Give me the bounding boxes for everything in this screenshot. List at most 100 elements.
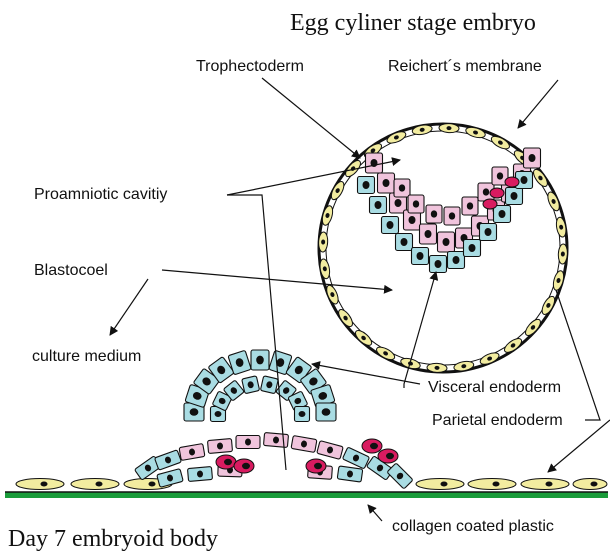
pointer-parietal-upper — [556, 290, 600, 420]
flat-parietal-cell — [521, 479, 569, 490]
diagram-title: Egg cyliner stage embryo — [290, 10, 536, 36]
arch-inner-cell — [260, 376, 278, 394]
visceral-cell — [480, 224, 497, 241]
visceral-cell-nucleus — [469, 244, 476, 252]
visceral-cell-nucleus — [453, 256, 460, 264]
visceral-cell-nucleus — [511, 192, 518, 200]
pointer-collagen — [368, 505, 382, 521]
epiblast-cell — [426, 205, 442, 223]
base-cell-nucleus — [245, 439, 251, 446]
visceral-cell — [464, 240, 481, 257]
label-reicherts-membrane: Reichert´s membrane — [388, 58, 542, 75]
flat-parietal-nucleus — [41, 482, 48, 487]
flat-parietal-cell — [573, 479, 607, 490]
pointer-culture-medium — [110, 279, 148, 335]
arch-visceral-cell — [316, 403, 336, 421]
flat-parietal-nucleus — [591, 482, 598, 487]
visceral-cell — [358, 177, 375, 194]
base-cell — [236, 436, 260, 449]
base-red-cell-nucleus — [370, 443, 378, 449]
visceral-cell-nucleus — [375, 201, 382, 209]
epiblast-cell-nucleus — [399, 184, 405, 191]
epiblast-cell-nucleus — [425, 230, 432, 238]
label-culture-medium: culture medium — [32, 348, 141, 365]
epiblast-cell-nucleus — [443, 238, 450, 246]
base-cell — [337, 466, 363, 482]
label-parietal-endoderm: Parietal endoderm — [432, 412, 563, 429]
epiblast-cell-nucleus — [413, 200, 419, 207]
arch-visceral-cell-nucleus — [322, 408, 331, 416]
flat-parietal-cell — [416, 479, 464, 490]
visceral-cell — [430, 256, 447, 273]
epiblast-cell-nucleus — [383, 179, 390, 187]
arch-visceral-cell-nucleus — [256, 356, 264, 365]
base-cell — [157, 469, 184, 488]
base-red-cell-nucleus — [242, 463, 250, 469]
visceral-cell — [506, 188, 523, 205]
base-red-cell — [378, 449, 398, 463]
visceral-cell — [494, 206, 511, 223]
visceral-cell-nucleus — [401, 238, 408, 246]
epiblast-cell — [408, 195, 424, 213]
parietal-cell — [412, 124, 433, 136]
label-blastocoel: Blastocoel — [34, 262, 108, 279]
label-collagen-plastic: collagen coated plastic — [392, 518, 554, 535]
base-cell — [317, 441, 344, 460]
base-cell — [179, 444, 205, 461]
flat-parietal-cell — [71, 479, 119, 490]
visceral-cell — [412, 248, 429, 265]
flat-parietal-cell — [16, 479, 64, 490]
parietal-cell — [555, 217, 567, 238]
visceral-cell — [396, 234, 413, 251]
flat-parietal-nucleus — [96, 482, 103, 487]
base-red-cell — [362, 439, 382, 453]
epiblast-cell — [378, 173, 395, 193]
pointer-trophectoderm — [262, 78, 360, 158]
base-red-cell-nucleus — [314, 463, 322, 469]
arch-inner-cell — [242, 376, 260, 394]
red-cell — [483, 199, 497, 209]
epiblast-cell-nucleus — [409, 216, 416, 224]
base-red-cell-nucleus — [386, 453, 394, 459]
visceral-cell-nucleus — [435, 260, 442, 268]
epiblast-cell-nucleus — [431, 210, 437, 217]
base-cell — [207, 438, 232, 453]
arch-visceral-cell — [251, 350, 269, 370]
pointer-proamniotic-lower — [227, 195, 286, 470]
egg-cylinder-embryo — [318, 123, 568, 373]
flat-parietal-nucleus — [546, 482, 553, 487]
base-red-cell-nucleus — [224, 459, 232, 465]
epiblast-cell — [462, 197, 478, 215]
epiblast-cell — [366, 153, 383, 173]
red-cell — [505, 177, 519, 187]
epiblast-cell — [524, 148, 541, 168]
visceral-endoderm-arch — [184, 350, 336, 422]
visceral-cell-nucleus — [417, 252, 424, 260]
epiblast-cell-nucleus — [529, 154, 536, 162]
visceral-cell — [370, 197, 387, 214]
flat-parietal-cell — [468, 479, 516, 490]
base-red-cell — [216, 455, 236, 469]
base-cell — [263, 432, 288, 447]
embryoid-base-cells — [134, 432, 413, 489]
epiblast-cell-nucleus — [467, 202, 473, 209]
base-red-cell — [306, 459, 326, 473]
arch-inner-cell — [295, 407, 310, 422]
base-cell — [387, 463, 413, 489]
arch-inner-cell-nucleus — [299, 411, 306, 417]
epiblast-cell-nucleus — [497, 172, 503, 179]
label-visceral-endoderm: Visceral endoderm — [428, 379, 561, 396]
egg-cylinder-cup — [358, 148, 541, 273]
base-red-cell — [234, 459, 254, 473]
epiblast-cell-nucleus — [395, 199, 402, 207]
flat-parietal-nucleus — [149, 482, 156, 487]
parietal-cell — [400, 356, 422, 370]
label-trophectoderm: Trophectoderm — [196, 58, 304, 75]
red-cell — [490, 188, 504, 198]
visceral-cell-nucleus — [387, 221, 394, 229]
visceral-cell-nucleus — [363, 181, 370, 189]
arch-visceral-cell-nucleus — [190, 408, 199, 416]
epiblast-cell — [444, 207, 460, 225]
spread-parietal-cells — [16, 479, 607, 490]
